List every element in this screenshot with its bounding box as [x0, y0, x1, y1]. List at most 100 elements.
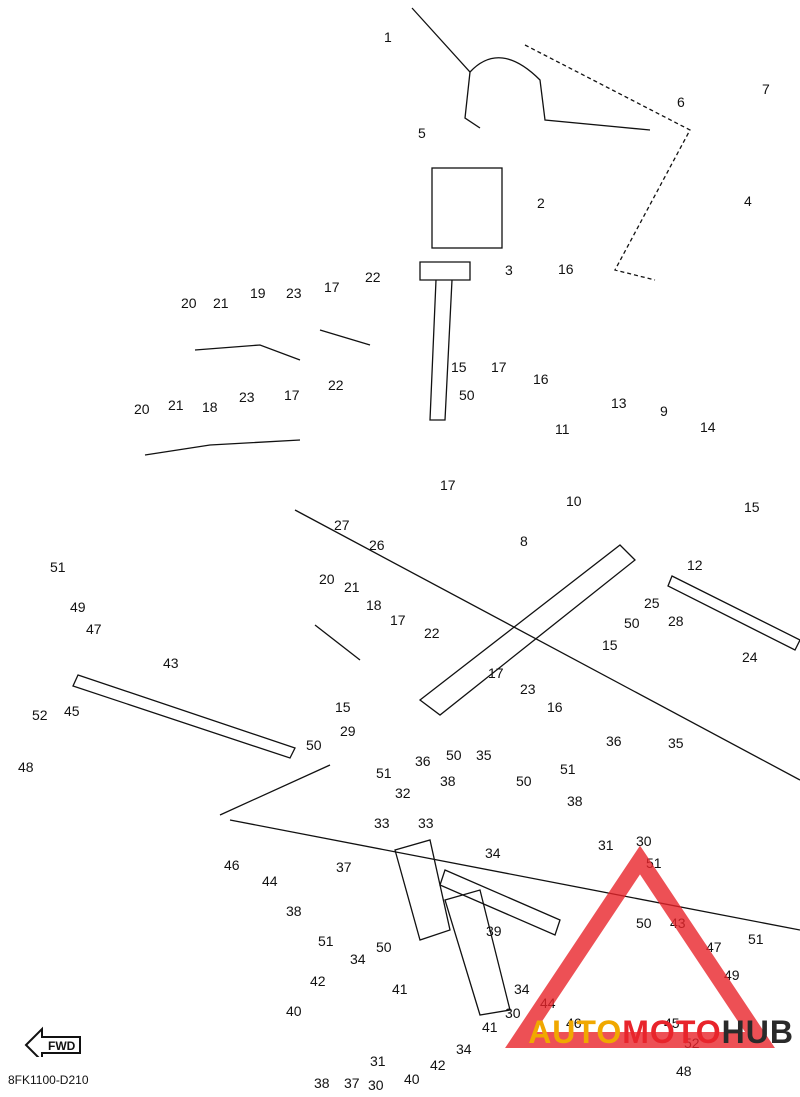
callout-17-e: 17	[390, 612, 406, 628]
callout-38-d: 38	[314, 1075, 330, 1091]
callout-15-d: 15	[335, 699, 351, 715]
callout-42-b: 42	[430, 1057, 446, 1073]
callout-50-b: 50	[624, 615, 640, 631]
callout-36-a: 36	[415, 753, 431, 769]
callout-40-b: 40	[404, 1071, 420, 1087]
callout-39: 39	[486, 923, 502, 939]
steering-shaft-shape	[418, 544, 636, 716]
callout-34-b: 34	[350, 951, 366, 967]
callout-51-c: 51	[560, 761, 576, 777]
callout-17-d: 17	[440, 477, 456, 493]
callout-51-d: 51	[318, 933, 334, 949]
callout-48-a: 48	[18, 759, 34, 775]
callout-33-a: 33	[374, 815, 390, 831]
callout-52-a: 52	[32, 707, 48, 723]
callout-51-f: 51	[748, 931, 764, 947]
callout-8: 8	[520, 533, 528, 549]
callout-35-a: 35	[476, 747, 492, 763]
callout-19: 19	[250, 285, 266, 301]
callout-7: 7	[762, 81, 770, 97]
callout-24: 24	[742, 649, 758, 665]
callout-50-f: 50	[376, 939, 392, 955]
callout-2: 2	[537, 195, 545, 211]
callout-30-a: 30	[636, 833, 652, 849]
callout-11: 11	[555, 421, 570, 437]
callout-16-b: 16	[533, 371, 549, 387]
callout-20-b: 20	[134, 401, 150, 417]
callout-50-d: 50	[446, 747, 462, 763]
callout-31-a: 31	[598, 837, 614, 853]
callout-10: 10	[566, 493, 582, 509]
callout-26: 26	[369, 537, 385, 553]
callout-27: 27	[334, 517, 350, 533]
callout-17-b: 17	[491, 359, 507, 375]
drawing-code: 8FK1100-D210	[8, 1073, 89, 1087]
callout-12: 12	[687, 557, 703, 573]
tie-rod-left-shape	[72, 674, 296, 759]
callout-17-f: 17	[488, 665, 504, 681]
callout-22-a: 22	[365, 269, 381, 285]
callout-33-b: 33	[418, 815, 434, 831]
callout-51-b: 51	[376, 765, 392, 781]
callout-21-b: 21	[168, 397, 184, 413]
callout-15-c: 15	[602, 637, 618, 653]
callout-50-a: 50	[459, 387, 475, 403]
callout-37-b: 37	[344, 1075, 360, 1091]
watermark-logo: AUTOMOTOHUB	[528, 1014, 794, 1050]
callout-38-a: 38	[440, 773, 456, 789]
callout-36-b: 36	[606, 733, 622, 749]
callout-40-a: 40	[286, 1003, 302, 1019]
callout-41-b: 41	[482, 1019, 498, 1035]
callout-34-c: 34	[514, 981, 530, 997]
tie-rod-right-shape	[667, 575, 800, 651]
pitman-arm-shape	[394, 839, 451, 941]
callout-21-c: 21	[344, 579, 360, 595]
callout-5: 5	[418, 125, 426, 141]
callout-50-e: 50	[516, 773, 532, 789]
idler-arm-shape	[444, 889, 511, 1016]
callout-22-b: 22	[328, 377, 344, 393]
handlebar-shape	[411, 7, 651, 131]
callout-30-b: 30	[505, 1005, 521, 1021]
callout-47-a: 47	[86, 621, 102, 637]
callout-30-c: 30	[368, 1077, 384, 1093]
callout-15-a: 15	[451, 359, 467, 375]
svg-text:FWD: FWD	[48, 1039, 76, 1053]
callout-34-a: 34	[485, 845, 501, 861]
callout-35-b: 35	[668, 735, 684, 751]
callout-46-a: 46	[224, 857, 240, 873]
steering-column-shape	[429, 279, 453, 421]
callout-45-b: 45	[664, 1015, 680, 1031]
callout-9: 9	[660, 403, 668, 419]
callout-16-a: 16	[558, 261, 574, 277]
callout-41-a: 41	[392, 981, 408, 997]
callout-25: 25	[644, 595, 660, 611]
callout-21-a: 21	[213, 295, 229, 311]
callout-43-a: 43	[163, 655, 179, 671]
callout-49-a: 49	[70, 599, 86, 615]
column-cover-shape	[431, 167, 503, 249]
callout-42-a: 42	[310, 973, 326, 989]
callout-16-c: 16	[547, 699, 563, 715]
watermark-triangle	[505, 845, 775, 1048]
callout-45-a: 45	[64, 703, 80, 719]
callout-38-b: 38	[567, 793, 583, 809]
callout-32: 32	[395, 785, 411, 801]
callout-28: 28	[668, 613, 684, 629]
callout-23-a: 23	[286, 285, 302, 301]
callout-17-a: 17	[324, 279, 340, 295]
callout-31-b: 31	[370, 1053, 386, 1069]
callout-6: 6	[677, 94, 685, 110]
callout-17-c: 17	[284, 387, 300, 403]
callout-18-a: 18	[202, 399, 218, 415]
callout-23-c: 23	[520, 681, 536, 697]
callout-50-g: 50	[636, 915, 652, 931]
callout-48-b: 48	[676, 1063, 692, 1079]
relay-rod-shape	[439, 869, 561, 936]
callout-34-d: 34	[456, 1041, 472, 1057]
callout-14: 14	[700, 419, 716, 435]
callout-1: 1	[384, 29, 392, 45]
callout-3: 3	[505, 262, 513, 278]
callout-20-a: 20	[181, 295, 197, 311]
fwd-arrow-icon: FWD	[24, 1026, 81, 1057]
